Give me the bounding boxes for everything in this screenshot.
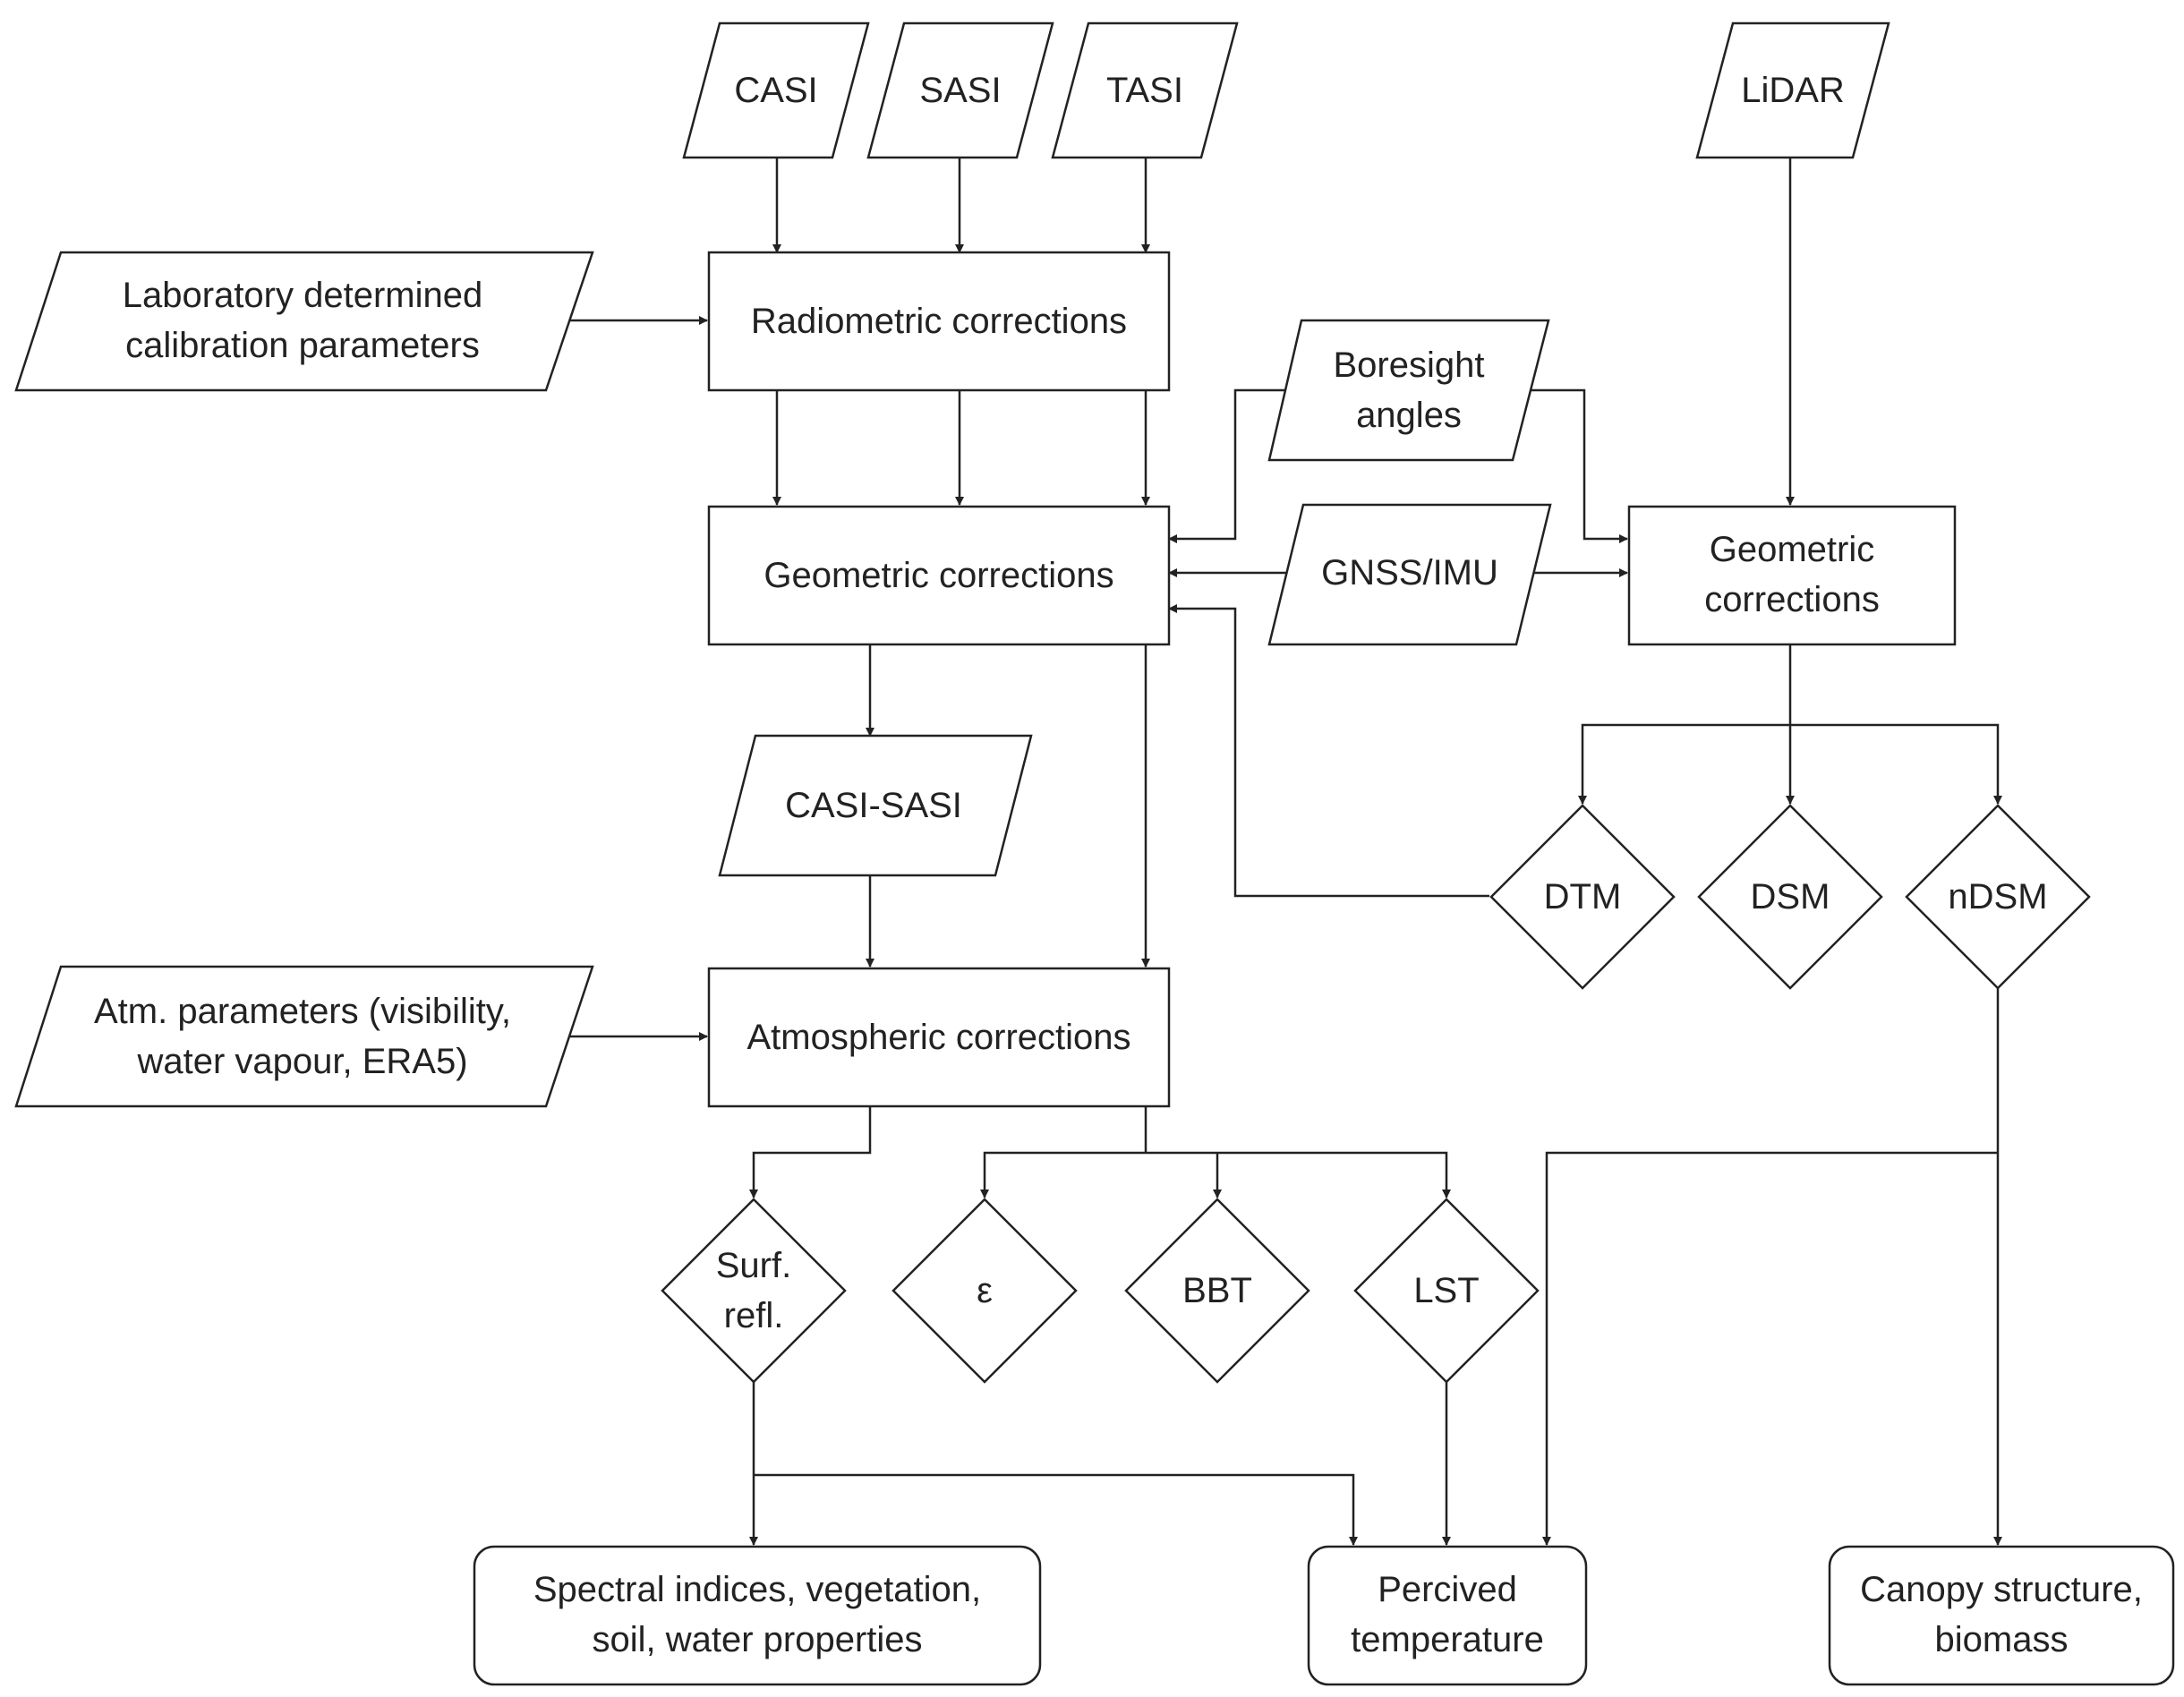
input-boresight-shape bbox=[1267, 319, 1550, 462]
product-lst-shape bbox=[1353, 1198, 1540, 1384]
process-radiometric-box bbox=[707, 251, 1171, 392]
input-atm-params-line-2: water vapour, ERA5) bbox=[136, 1042, 467, 1081]
product-dtm-label: DTM bbox=[1544, 877, 1622, 917]
output-perceived-temperature: Percived temperature bbox=[1307, 1545, 1588, 1686]
product-surf-refl-line-1: Surf. bbox=[716, 1246, 791, 1285]
product-bbt-shape bbox=[1124, 1198, 1310, 1384]
product-epsilon-label: ε bbox=[977, 1271, 993, 1310]
output-perceived-temperature-box bbox=[1307, 1545, 1588, 1686]
output-canopy-box bbox=[1828, 1545, 2175, 1686]
product-ndsm: nDSM bbox=[1905, 804, 2091, 990]
input-casi-sasi: CASI-SASI bbox=[718, 734, 1033, 877]
output-canopy: Canopy structure, biomass bbox=[1828, 1545, 2175, 1686]
process-geometric-left-box bbox=[707, 505, 1171, 646]
process-radiometric: Radiometric corrections bbox=[707, 251, 1171, 392]
input-casi-shape bbox=[682, 21, 870, 159]
input-lab-calibration-line-1: Laboratory determined bbox=[123, 276, 482, 315]
input-lab-calibration-shape bbox=[14, 251, 594, 392]
process-geometric-right-line-2: corrections bbox=[1704, 580, 1880, 619]
process-geometric-right: Geometric corrections bbox=[1627, 505, 1957, 646]
product-epsilon-shape bbox=[892, 1198, 1078, 1384]
edge-to-dtm bbox=[1578, 723, 1790, 805]
output-perceived-temperature-line-1: Percived bbox=[1378, 1570, 1517, 1609]
output-spectral: Spectral indices, vegetation, soil, wate… bbox=[473, 1545, 1042, 1686]
edge-to-epsilon bbox=[980, 1151, 1146, 1198]
product-dsm: DSM bbox=[1697, 804, 1883, 990]
input-casi-sasi-label: CASI-SASI bbox=[785, 786, 962, 825]
input-gnss-imu: GNSS/IMU bbox=[1267, 503, 1552, 646]
edge-to-lst bbox=[1146, 1151, 1451, 1198]
input-tasi: TASI bbox=[1051, 21, 1239, 159]
process-geometric-left: Geometric corrections bbox=[707, 505, 1171, 646]
product-dsm-shape bbox=[1697, 804, 1883, 990]
input-boresight: Boresight angles bbox=[1267, 319, 1550, 462]
input-casi-label: CASI bbox=[734, 71, 817, 110]
input-lidar-label: LiDAR bbox=[1741, 71, 1845, 110]
input-tasi-label: TASI bbox=[1106, 71, 1183, 110]
edges bbox=[569, 158, 2002, 1546]
process-atmospheric-box bbox=[707, 967, 1171, 1108]
product-ndsm-shape bbox=[1905, 804, 2091, 990]
edge-ndsm-perceived bbox=[1542, 1151, 1998, 1546]
edge-boresight-geometric-right bbox=[1518, 388, 1628, 543]
input-lidar: LiDAR bbox=[1695, 21, 1890, 159]
input-atm-params-shape bbox=[14, 965, 594, 1108]
product-lst-label: LST bbox=[1413, 1271, 1479, 1310]
input-sasi-label: SASI bbox=[919, 71, 1001, 110]
process-radiometric-label: Radiometric corrections bbox=[751, 302, 1127, 341]
output-canopy-line-1: Canopy structure, bbox=[1860, 1570, 2143, 1609]
input-lab-calibration-line-2: calibration parameters bbox=[125, 326, 480, 365]
edge-boresight-geometric-left bbox=[1168, 388, 1294, 543]
input-atm-params: Atm. parameters (visibility, water vapou… bbox=[14, 965, 594, 1108]
product-bbt-label: BBT bbox=[1182, 1271, 1252, 1310]
input-gnss-imu-label: GNSS/IMU bbox=[1321, 553, 1498, 593]
product-surf-refl: Surf. refl. bbox=[661, 1198, 847, 1384]
input-lidar-shape bbox=[1695, 21, 1890, 159]
product-surf-refl-line-2: refl. bbox=[724, 1296, 784, 1335]
process-atmospheric: Atmospheric corrections bbox=[707, 967, 1171, 1108]
process-geometric-right-box bbox=[1627, 505, 1957, 646]
input-boresight-line-1: Boresight bbox=[1334, 345, 1485, 385]
product-lst: LST bbox=[1353, 1198, 1540, 1384]
product-dtm-shape bbox=[1489, 804, 1676, 990]
process-atmospheric-label: Atmospheric corrections bbox=[746, 1018, 1130, 1057]
output-spectral-line-2: soil, water properties bbox=[592, 1620, 922, 1659]
edge-atmospheric-surfrefl bbox=[749, 1106, 872, 1198]
input-gnss-imu-shape bbox=[1267, 503, 1552, 646]
product-ndsm-label: nDSM bbox=[1948, 877, 2047, 917]
product-surf-refl-shape bbox=[661, 1198, 847, 1384]
edge-surfrefl-perceived bbox=[754, 1473, 1358, 1546]
output-spectral-line-1: Spectral indices, vegetation, bbox=[533, 1570, 981, 1609]
product-dsm-label: DSM bbox=[1751, 877, 1830, 917]
product-dtm: DTM bbox=[1489, 804, 1676, 990]
input-casi: CASI bbox=[682, 21, 870, 159]
process-geometric-right-line-1: Geometric bbox=[1710, 530, 1875, 569]
input-boresight-line-2: angles bbox=[1356, 396, 1462, 435]
product-epsilon: ε bbox=[892, 1198, 1078, 1384]
input-atm-params-line-1: Atm. parameters (visibility, bbox=[94, 992, 511, 1031]
process-geometric-left-label: Geometric corrections bbox=[764, 556, 1113, 595]
input-sasi: SASI bbox=[866, 21, 1054, 159]
product-bbt: BBT bbox=[1124, 1198, 1310, 1384]
input-lab-calibration: Laboratory determined calibration parame… bbox=[14, 251, 594, 392]
input-tasi-shape bbox=[1051, 21, 1239, 159]
input-casi-sasi-shape bbox=[718, 734, 1033, 877]
output-perceived-temperature-line-2: temperature bbox=[1351, 1620, 1544, 1659]
edge-to-ndsm bbox=[1790, 723, 2002, 805]
edge-dtm-geometric-left bbox=[1168, 604, 1489, 898]
output-spectral-box bbox=[473, 1545, 1042, 1686]
input-sasi-shape bbox=[866, 21, 1054, 159]
output-canopy-line-2: biomass bbox=[1935, 1620, 2069, 1659]
